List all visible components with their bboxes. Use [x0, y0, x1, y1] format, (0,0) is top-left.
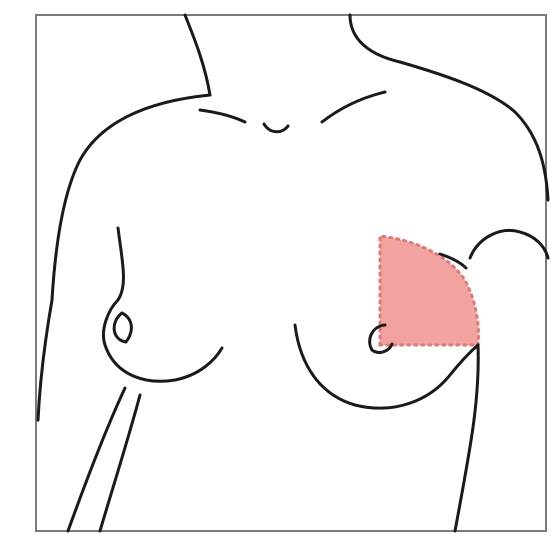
right-collarbone	[322, 92, 385, 122]
left-waist-line-outer	[68, 388, 125, 531]
highlight-quadrant	[380, 236, 479, 345]
left-shoulder-line	[52, 95, 210, 300]
right-neck-line	[350, 15, 400, 62]
left-arm-outline	[38, 300, 52, 420]
sternal-notch	[264, 124, 288, 132]
right-shoulder-line	[400, 62, 548, 200]
body-outline	[38, 15, 548, 531]
right-armpit-line	[470, 230, 548, 258]
left-neck-line	[185, 15, 210, 95]
left-waist-line-inner	[100, 395, 140, 531]
left-collarbone	[200, 110, 245, 122]
right-side-line	[455, 345, 478, 531]
left-nipple	[114, 313, 131, 342]
left-breast-outline	[103, 228, 222, 381]
